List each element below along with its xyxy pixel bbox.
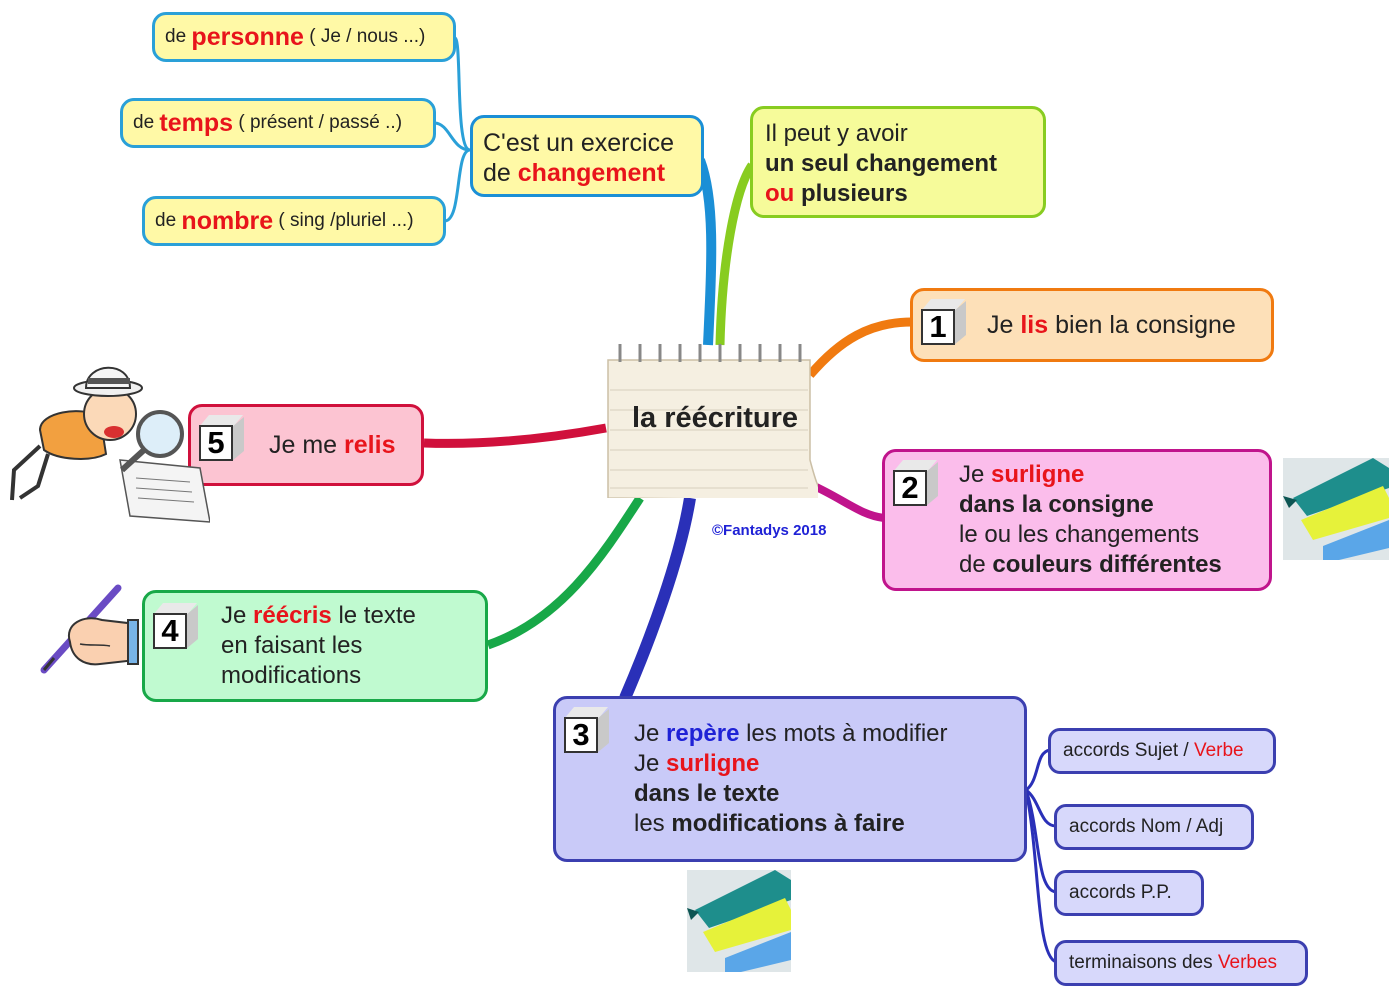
node-accords-pp: accords P.P. xyxy=(1054,870,1204,916)
highlighters-image-right xyxy=(1283,458,1389,560)
step4-l1-red: réécris xyxy=(253,602,332,629)
step5-text-a: Je me xyxy=(269,431,338,459)
changes-line1: Il peut y avoir xyxy=(765,120,908,147)
step5-number-cube: 5 xyxy=(199,415,244,461)
step5-text-red: relis xyxy=(344,431,396,459)
node-nombre-detail: ( sing /pluriel ...) xyxy=(278,210,414,231)
step2-number-cube: 2 xyxy=(893,460,938,506)
step4-l1-a: Je xyxy=(221,602,247,629)
step2-l1-red: surligne xyxy=(991,461,1085,488)
step2-l4-bold: couleurs différentes xyxy=(992,551,1222,578)
step3-l3: dans le texte xyxy=(634,780,780,807)
step4-l3: modifications xyxy=(221,662,362,689)
node-nombre: de nombre ( sing /pluriel ...) xyxy=(142,196,446,246)
node-personne-word: personne xyxy=(191,22,304,51)
step4-l2: en faisant les xyxy=(221,632,363,659)
node-terminaisons: terminaisons des Verbes xyxy=(1054,940,1308,986)
step4-l1-b: le texte xyxy=(338,602,416,629)
terminaisons-a: terminaisons des xyxy=(1069,952,1213,973)
step2-l4-a: de xyxy=(959,551,986,578)
step5-number: 5 xyxy=(199,425,233,461)
node-accords-nom-adj: accords Nom / Adj xyxy=(1054,804,1254,850)
step3-l4-bold: modifications à faire xyxy=(671,810,905,837)
step3-l1-blue: repère xyxy=(666,720,740,747)
node-changes: Il peut y avoir un seul changement ou pl… xyxy=(750,106,1046,218)
changes-line3-red: ou xyxy=(765,180,795,207)
step3-number-cube: 3 xyxy=(564,707,609,753)
accords-sujet-verbe-red: Verbe xyxy=(1193,740,1244,761)
step3-number: 3 xyxy=(564,717,598,753)
step3-l2-a: Je xyxy=(634,750,660,777)
step4-number: 4 xyxy=(153,613,187,649)
step1-text-red: lis xyxy=(1020,311,1049,339)
terminaisons-red: Verbes xyxy=(1217,952,1278,973)
step2-l3: le ou les changements xyxy=(959,521,1200,548)
exercice-line2-word: changement xyxy=(517,159,666,187)
step1-text-b: bien la consigne xyxy=(1055,311,1236,339)
notepad-graphic xyxy=(607,344,818,498)
node-temps-prefix: de xyxy=(133,112,155,133)
node-temps: de temps ( présent / passé ..) xyxy=(120,98,436,148)
node-personne-detail: ( Je / nous ...) xyxy=(309,26,426,47)
node-step5: 5 Je me relis xyxy=(188,404,424,486)
node-step1: 1 Je lis bien la consigne xyxy=(910,288,1274,362)
writing-hand-illustration xyxy=(40,584,140,674)
step1-text-a: Je xyxy=(987,311,1014,339)
node-step4: 4 Je réécris le texte en faisant les mod… xyxy=(142,590,488,702)
node-personne-prefix: de xyxy=(165,26,187,47)
node-step3: 3 Je repère les mots à modifier Je surli… xyxy=(553,696,1027,862)
node-personne: de personne ( Je / nous ...) xyxy=(152,12,456,62)
step1-number: 1 xyxy=(921,309,955,345)
accords-sujet-verbe-a: accords Sujet / xyxy=(1063,740,1189,761)
step1-number-cube: 1 xyxy=(921,299,966,345)
step2-l1-a: Je xyxy=(959,461,985,488)
step2-l2: dans la consigne xyxy=(959,491,1154,518)
step3-l4-a: les xyxy=(634,810,665,837)
highlighters-image-bottom xyxy=(687,870,791,972)
node-nombre-prefix: de xyxy=(155,210,177,231)
node-accords-sujet-verbe: accords Sujet / Verbe xyxy=(1048,728,1276,774)
node-temps-detail: ( présent / passé ..) xyxy=(238,112,403,133)
node-exercice: C'est un exercice de changement xyxy=(470,115,704,197)
node-temps-word: temps xyxy=(159,108,234,137)
exercice-line1: C'est un exercice xyxy=(483,129,674,157)
credit-text: ©Fantadys 2018 xyxy=(712,522,827,539)
center-notepad: la réécriture xyxy=(604,340,818,498)
step4-number-cube: 4 xyxy=(153,603,198,649)
node-nombre-word: nombre xyxy=(181,206,274,235)
node-step2: 2 Je surligne dans la consigne le ou les… xyxy=(882,449,1272,591)
step3-l1-b: les mots à modifier xyxy=(746,720,948,747)
exercice-line2-prefix: de xyxy=(483,159,511,187)
accords-nom-adj-text: accords Nom / Adj xyxy=(1069,816,1224,837)
center-title: la réécriture xyxy=(632,402,799,434)
step3-l2-red: surligne xyxy=(666,750,760,777)
changes-line3-rest: plusieurs xyxy=(801,180,908,207)
detective-illustration xyxy=(10,350,210,526)
changes-line2: un seul changement xyxy=(765,150,998,177)
step2-number: 2 xyxy=(893,470,927,506)
accords-pp-text: accords P.P. xyxy=(1069,882,1172,903)
step3-l1-a: Je xyxy=(634,720,660,747)
